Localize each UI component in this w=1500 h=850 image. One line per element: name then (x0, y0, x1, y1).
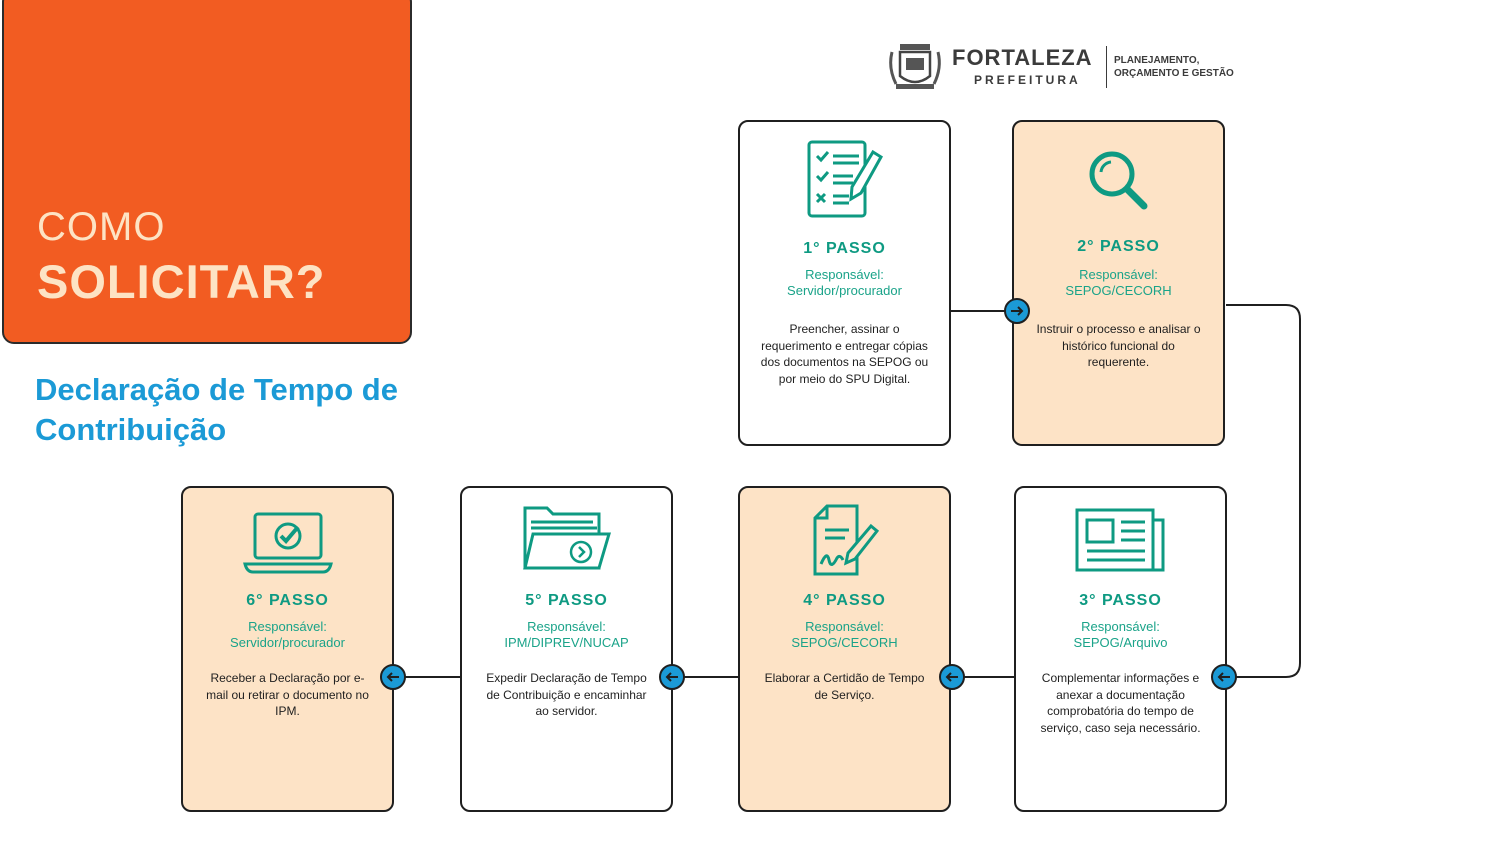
step-card-4: 4° PASSO Responsável: SEPOG/CECORH Elabo… (738, 486, 951, 812)
arrow-left-icon (665, 672, 678, 682)
logo-title: FORTALEZA (952, 45, 1093, 70)
logo-subtitle: PREFEITURA (974, 73, 1081, 87)
step-title: 5° PASSO (525, 592, 608, 609)
responsible-label: Responsável: (1079, 267, 1158, 282)
logo-dept-line-1: PLANEJAMENTO, (1114, 55, 1200, 66)
folder-arrow-icon (522, 506, 611, 570)
step-2-icon-wrap (1014, 122, 1223, 232)
step-description: Elaborar a Certidão de Tempo de Serviço. (764, 671, 925, 702)
responsible-label: Responsável: (805, 619, 884, 634)
hero-line-2: SOLICITAR? (37, 255, 326, 308)
step-6-icon-wrap (183, 488, 392, 598)
checklist-pencil-icon (807, 140, 883, 218)
logo-divider (1106, 46, 1107, 88)
city-crest-icon (889, 44, 941, 89)
step-4-icon-wrap (740, 488, 949, 598)
responsible-value: SEPOG/CECORH (791, 635, 898, 650)
step-description: Complementar informações e anexar a docu… (1040, 671, 1201, 735)
step-description: Instruir o processo e analisar o históri… (1036, 322, 1201, 369)
step-3-icon-wrap (1016, 488, 1225, 598)
step-card-6: 6° PASSO Responsável: Servidor/procurado… (181, 486, 394, 812)
arrow-left-icon (1217, 672, 1230, 682)
step-title: 4° PASSO (803, 592, 886, 609)
responsible-label: Responsável: (248, 619, 327, 634)
step-card-1: 1° PASSO Responsável: Servidor/procurado… (738, 120, 951, 446)
step-description: Receber a Declaração por e-mail ou retir… (206, 671, 369, 718)
responsible-label: Responsável: (805, 267, 884, 282)
logo-dept-line-2: ORÇAMENTO E GESTÃO (1114, 68, 1234, 79)
responsible-label: Responsável: (1081, 619, 1160, 634)
arrow-left-icon (386, 672, 399, 682)
responsible-value: Servidor/procurador (230, 635, 345, 650)
page-subtitle: Declaração de Tempo de Contribuição (35, 372, 398, 447)
arrow-node-2-3 (1211, 664, 1237, 690)
laptop-check-icon (242, 512, 333, 574)
signed-document-icon (813, 504, 879, 576)
step-description: Preencher, assinar o requerimento e entr… (760, 322, 929, 386)
step-title: 2° PASSO (1077, 238, 1160, 255)
responsible-value: IPM/DIPREV/NUCAP (504, 635, 629, 650)
arrow-node-4-5 (659, 664, 685, 690)
step-description: Expedir Declaração de Tempo de Contribui… (486, 671, 647, 718)
step-card-2: 2° PASSO Responsável: SEPOG/CECORH Instr… (1012, 120, 1225, 446)
responsible-value: Servidor/procurador (787, 283, 902, 298)
arrow-node-3-4 (939, 664, 965, 690)
arrow-node-1-2 (1004, 298, 1030, 324)
step-1-icon-wrap (740, 122, 949, 232)
logo-department: PLANEJAMENTO, ORÇAMENTO E GESTÃO (1114, 54, 1234, 80)
arrow-right-icon (1011, 306, 1024, 316)
responsible-value: SEPOG/CECORH (1065, 283, 1172, 298)
responsible-value: SEPOG/Arquivo (1073, 635, 1168, 650)
step-title: 1° PASSO (803, 240, 886, 257)
step-5-icon-wrap (462, 488, 671, 598)
step-title: 3° PASSO (1079, 592, 1162, 609)
step-card-3: 3° PASSO Responsável: SEPOG/Arquivo Comp… (1014, 486, 1227, 812)
arrow-left-icon (945, 672, 958, 682)
arrow-node-5-6 (380, 664, 406, 690)
step-card-5: 5° PASSO Responsável: IPM/DIPREV/NUCAP E… (460, 486, 673, 812)
hero-line-1: COMO (37, 205, 166, 249)
step-title: 6° PASSO (246, 592, 329, 609)
hero-banner: COMO SOLICITAR? (2, 0, 412, 344)
responsible-label: Responsável: (527, 619, 606, 634)
magnifier-icon (1089, 151, 1147, 210)
newspaper-icon (1075, 508, 1164, 572)
prefeitura-logo: FORTALEZA PREFEITURA PLANEJAMENTO, ORÇAM… (884, 36, 1244, 96)
